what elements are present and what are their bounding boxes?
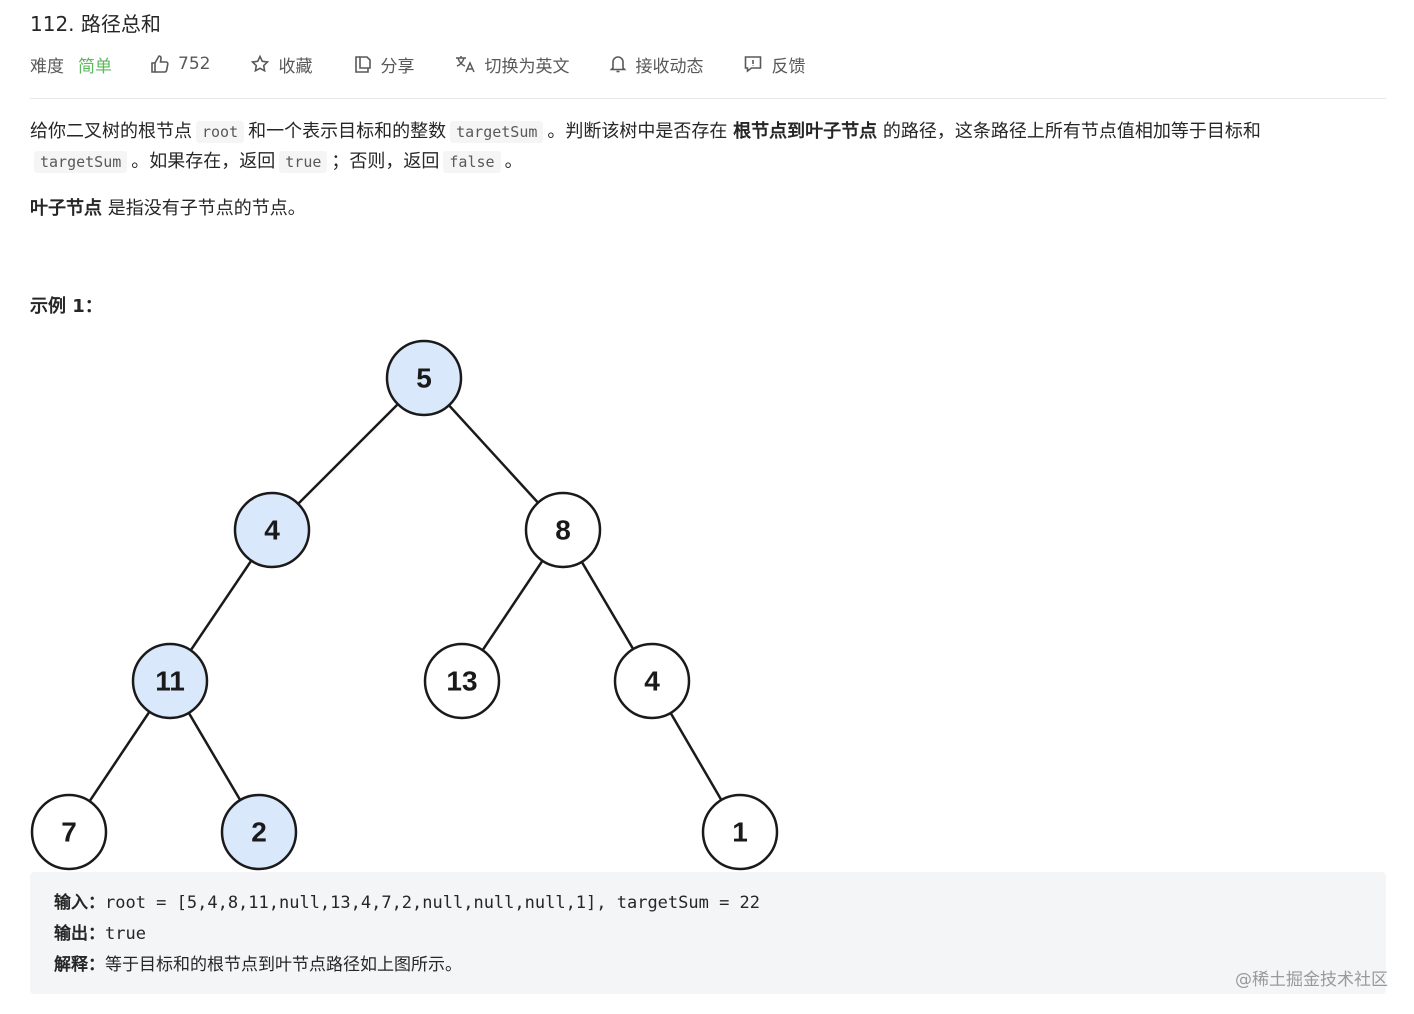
description-text: 的路径，这条路径上所有节点值相加等于目标和	[882, 121, 1261, 142]
switch-language-button[interactable]: 切换为英文	[454, 52, 569, 77]
translate-icon	[456, 56, 476, 73]
example-explain-row: 解释： 等于目标和的根节点到叶节点路径如上图所示。	[54, 950, 1362, 981]
toolbar: 难度 简单 752 收藏 分享 切换为英文 接收动态	[30, 50, 845, 78]
input-label: 输入：	[54, 893, 105, 913]
node-circle	[131, 642, 209, 720]
node-circle	[385, 339, 463, 417]
like-button[interactable]: 752	[150, 54, 210, 74]
feedback-icon	[745, 56, 762, 73]
bold-term: 叶子节点	[30, 198, 102, 219]
node-value: 7	[61, 817, 77, 848]
node-value: 2	[251, 817, 267, 848]
example-output-row: 输出： true	[54, 919, 1362, 950]
node-circle	[220, 793, 298, 871]
example-io-block: 输入： root = [5,4,8,11,null,13,4,7,2,null,…	[30, 872, 1386, 994]
share-button[interactable]: 分享	[352, 52, 414, 77]
inline-code: false	[443, 151, 501, 173]
tree-node-5: 5	[385, 339, 463, 417]
bell-icon	[610, 56, 627, 73]
feedback-label: 反馈	[771, 56, 806, 77]
node-circle	[701, 793, 779, 871]
star-icon	[251, 54, 270, 73]
inline-code: root	[196, 121, 245, 143]
favorite-button[interactable]: 收藏	[250, 52, 312, 77]
tree-node-11: 11	[131, 642, 209, 720]
subscribe-button[interactable]: 接收动态	[609, 52, 703, 77]
favorite-label: 收藏	[278, 56, 313, 77]
node-value: 11	[155, 666, 185, 697]
description-text: ；否则，返回	[331, 151, 440, 172]
tree-node-4-left: 4	[233, 491, 311, 569]
output-value: true	[105, 924, 146, 944]
description-paragraph: 叶子节点 是指没有子节点的节点。	[30, 194, 1370, 224]
description-text: 。	[504, 151, 523, 172]
bold-term: 根节点到叶子节点	[733, 121, 878, 142]
node-circle	[423, 642, 501, 720]
description-text: 和一个表示目标和的整数	[248, 121, 447, 142]
output-label: 输出：	[54, 924, 105, 944]
binary-tree-diagram: 5 4 8 11 13 4 7 2 1	[30, 339, 779, 871]
example-input-row: 输入： root = [5,4,8,11,null,13,4,7,2,null,…	[54, 888, 1362, 919]
share-label: 分享	[380, 56, 415, 77]
explain-value: 等于目标和的根节点到叶节点路径如上图所示。	[105, 955, 462, 975]
share-icon	[355, 56, 372, 73]
node-value: 1	[732, 817, 748, 848]
tree-node-4-right: 4	[613, 642, 691, 720]
difficulty-value: 简单	[78, 56, 112, 77]
inline-code: targetSum	[34, 151, 128, 173]
tree-node-13: 13	[423, 642, 501, 720]
tree-node-2: 2	[220, 793, 298, 871]
inline-code: true	[279, 151, 328, 173]
problem-title: 112. 路径总和	[30, 12, 161, 36]
like-count: 752	[178, 54, 211, 74]
node-value: 4	[264, 515, 280, 546]
description-text: 。判断该树中是否存在	[547, 121, 728, 142]
input-value: root = [5,4,8,11,null,13,4,7,2,null,null…	[105, 893, 761, 913]
node-value: 4	[644, 666, 660, 697]
node-circle	[233, 491, 311, 569]
watermark: @稀土掘金技术社区	[1235, 970, 1388, 990]
divider	[30, 98, 1386, 99]
subscribe-label: 接收动态	[635, 56, 704, 77]
example-title: 示例 1：	[30, 296, 103, 317]
node-circle	[30, 793, 108, 871]
description-text: 是指没有子节点的节点。	[107, 198, 306, 219]
tree-node-8: 8	[524, 491, 602, 569]
feedback-button[interactable]: 反馈	[743, 52, 805, 77]
node-value: 5	[416, 363, 432, 394]
node-circle	[524, 491, 602, 569]
node-value: 13	[446, 666, 477, 697]
tree-node-1: 1	[701, 793, 779, 871]
node-value: 8	[555, 515, 571, 546]
tree-node-7: 7	[30, 793, 108, 871]
description-text: 给你二叉树的根节点	[30, 121, 192, 142]
switch-language-label: 切换为英文	[484, 56, 570, 77]
difficulty-label: 难度	[30, 56, 64, 77]
description-text: 。如果存在，返回	[131, 151, 276, 172]
explain-label: 解释：	[54, 955, 105, 975]
node-circle	[613, 642, 691, 720]
inline-code: targetSum	[450, 121, 544, 143]
thumbs-up-icon	[151, 55, 169, 73]
